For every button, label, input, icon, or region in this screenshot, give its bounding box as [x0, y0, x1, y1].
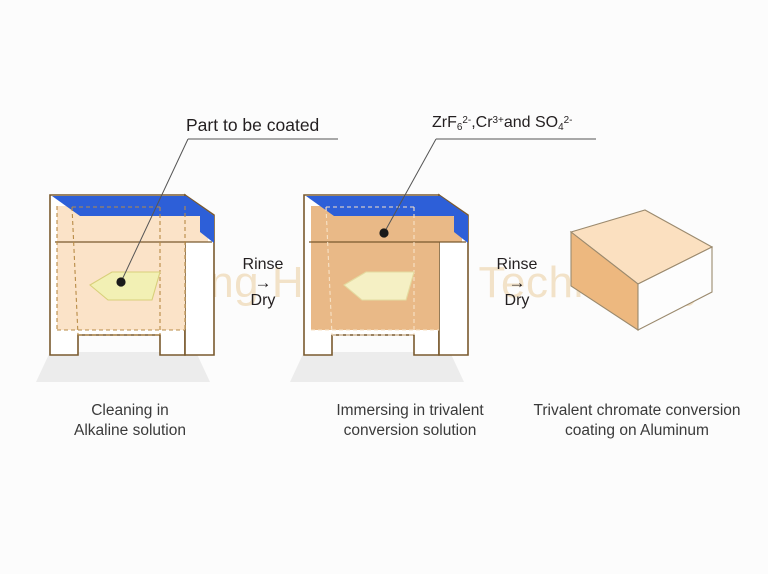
chem-seg3: and SO	[503, 114, 559, 131]
tank-1-part	[89, 271, 161, 301]
tank-1-surface	[52, 196, 214, 216]
tank-2-surface	[306, 196, 468, 216]
tank-2-liquid-front	[311, 206, 439, 330]
tank-2-hidden-edges	[311, 206, 439, 336]
tank-2-shadow	[290, 352, 464, 382]
step-3-slab	[569, 209, 714, 332]
chem-seg1-sup: 2-	[462, 114, 472, 126]
tank-1-shadow	[36, 352, 210, 382]
tank-1-surface-right-strip	[186, 196, 214, 243]
transition-2-bottom: Dry	[504, 291, 530, 309]
step-2-tank	[290, 193, 469, 382]
step-3-caption: Trivalent chromate conversion coating on…	[512, 401, 762, 441]
chem-seg1: ZrF	[432, 114, 457, 131]
part-to-be-coated-label: Part to be coated	[186, 115, 320, 135]
chem-seg2-sup: 3+	[492, 114, 504, 126]
transition-2: Rinse → Dry	[482, 257, 552, 309]
chemical-formula-label: ZrF62-,Cr3+and SO42-	[432, 114, 572, 133]
transition-1-bottom: Dry	[250, 291, 276, 309]
step-2-caption-line2: conversion solution	[343, 421, 477, 439]
step-1-tank	[36, 193, 215, 382]
chem-seg3-sub: 4	[558, 121, 564, 133]
chem-leader	[379, 138, 596, 238]
transition-2-top: Rinse	[496, 256, 538, 273]
step-2-caption: Immersing in trivalent conversion soluti…	[286, 401, 534, 441]
part-leader-dot	[116, 277, 126, 287]
part-leader	[116, 138, 338, 287]
tank-2-surface-right-strip	[440, 196, 468, 243]
step-3-caption-line2: coating on Aluminum	[565, 421, 709, 439]
step-1-caption: Cleaning in Alkaline solution	[18, 401, 242, 441]
arrow-right-icon: →	[254, 273, 272, 292]
tank-1-hidden-edges	[56, 206, 186, 336]
arrow-right-icon: →	[508, 273, 526, 292]
step-3-caption-line1: Trivalent chromate conversion	[533, 402, 741, 419]
slab-right-face	[637, 246, 713, 331]
tank-2-part	[343, 271, 415, 301]
transition-1: Rinse → Dry	[228, 257, 298, 309]
tank-1-liquid-front	[57, 206, 185, 330]
chem-leader-dot	[379, 228, 389, 238]
chem-seg1-sub: 6	[456, 121, 463, 133]
step-1-caption-line1: Cleaning in	[91, 402, 169, 419]
chem-seg3-sup: 2-	[563, 114, 573, 126]
step-2-caption-line1: Immersing in trivalent	[336, 402, 484, 419]
chem-seg2: ,Cr	[471, 114, 493, 131]
transition-1-top: Rinse	[242, 256, 284, 273]
step-1-caption-line2: Alkaline solution	[73, 421, 186, 439]
